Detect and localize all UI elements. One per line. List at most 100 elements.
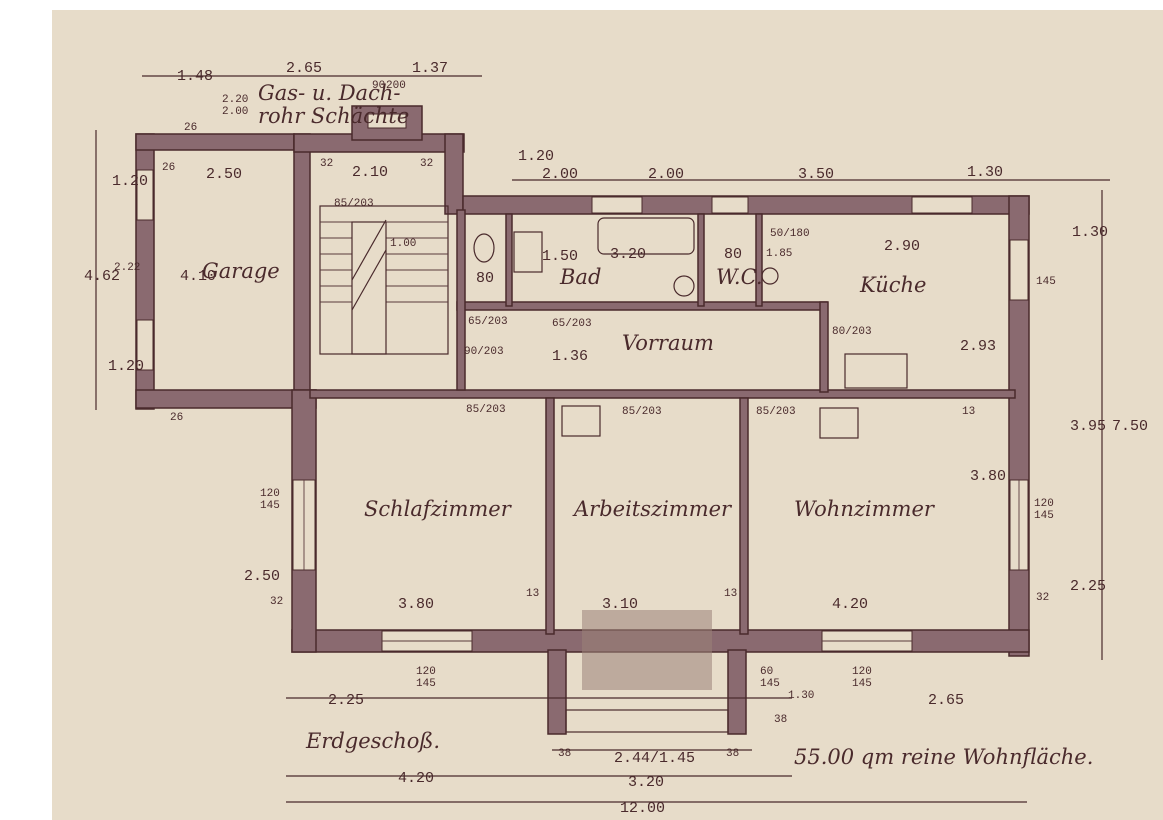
dim-38a: 38: [774, 714, 787, 726]
dim-85-203d: 85/203: [756, 406, 796, 418]
paper-sheet: 1.48 2.65 1.37 90 200 2.20 2.00 1.20 2.0…: [52, 10, 1163, 820]
dim-7-50: 7.50: [1112, 418, 1148, 435]
dim-38b: 38: [558, 748, 571, 760]
dim-90-203: 90/203: [464, 346, 504, 358]
dimension-lines: [95, 75, 1110, 803]
garage-east-wall: [293, 133, 311, 391]
dim-26a: 26: [184, 122, 197, 134]
dim-26c: 26: [170, 412, 183, 424]
room-arbeitszimmer: Arbeitszimmer: [572, 497, 733, 521]
dim-garage-2-50: 2.50: [206, 166, 242, 183]
dim-bot-3-20: 3.20: [628, 774, 664, 791]
dimension-labels: 1.48 2.65 1.37 90 200 2.20 2.00 1.20 2.0…: [84, 60, 1148, 817]
dim-145: 145: [1036, 276, 1056, 288]
dim-1-85: 1.85: [766, 248, 792, 260]
dim-2-25r: 2.25: [1070, 578, 1106, 595]
dim-top-90: 90: [372, 80, 385, 92]
dim-left-4-62: 4.62: [84, 268, 120, 285]
dim-13a: 13: [962, 406, 975, 418]
garage-north-wall: [135, 133, 295, 151]
erased-patch: [582, 610, 712, 690]
dim-3-95: 3.95: [1070, 418, 1106, 435]
room-vorraum: Vorraum: [622, 331, 714, 355]
dim-left-1-20b: 1.20: [108, 358, 144, 375]
wall-work-living: [739, 397, 749, 635]
dim-bot-4-20: 4.20: [398, 770, 434, 787]
dim-2-25: 2.25: [328, 692, 364, 709]
dim-3-80: 3.80: [398, 596, 434, 613]
dim-50-180: 50/180: [770, 228, 810, 240]
dim-80b: 80: [724, 246, 742, 263]
room-labels: Garage Bad W.C. Küche Vorraum Schlafzimm…: [202, 259, 936, 521]
windows: [136, 169, 1029, 652]
kitchen-corridor-wall: [819, 301, 829, 393]
dim-bot-12-00: 12.00: [620, 800, 665, 817]
dim-1-36: 1.36: [552, 348, 588, 365]
floor-plan-drawing: 1.48 2.65 1.37 90 200 2.20 2.00 1.20 2.0…: [84, 60, 1148, 817]
dim-1-00: 1.00: [390, 238, 416, 250]
stair-corridor-wall: [456, 209, 466, 391]
dim-top-1-20: 1.20: [518, 148, 554, 165]
dim-85-203c: 85/203: [622, 406, 662, 418]
garage-south-wall: [135, 389, 317, 409]
dim-top-2-00: 2.00: [222, 106, 248, 118]
room-garage: Garage: [202, 259, 280, 283]
wc-bath-wall: [505, 213, 513, 307]
dim-80: 80: [476, 270, 494, 287]
dim-top-1-30: 1.30: [967, 164, 1003, 181]
window-wc: [711, 196, 749, 214]
room-wohnzimmer: Wohnzimmer: [794, 497, 936, 521]
window-bath: [591, 196, 643, 214]
dim-85-203b: 85/203: [466, 404, 506, 416]
chimney-flue: [367, 113, 407, 129]
porch-east-wall: [727, 649, 747, 735]
room-wc: W.C.: [716, 265, 763, 289]
dim-2-93: 2.93: [960, 338, 996, 355]
dim-top-1-37: 1.37: [412, 60, 448, 77]
dim-38c: 38: [726, 748, 739, 760]
wall-bed-work: [545, 397, 555, 635]
dim-1-30b: 1.30: [788, 690, 814, 702]
dim-1-50: 1.50: [542, 248, 578, 265]
dim-top-200: 200: [386, 80, 406, 92]
stair-east-wall: [444, 133, 464, 215]
window-garage-1: [136, 169, 154, 221]
window-kitchen-east: [1009, 239, 1029, 301]
window-kitchen: [911, 196, 973, 214]
dim-26b: 26: [162, 162, 175, 174]
dim-2-44-1-45: 2.44/1.45: [614, 750, 695, 767]
room-schlafzimmer: Schlafzimmer: [364, 497, 513, 521]
dim-13c: 13: [724, 588, 737, 600]
area-note: 55.00 qm reine Wohnfläche.: [794, 745, 1093, 769]
dim-top-3-50: 3.50: [798, 166, 834, 183]
dim-2-65: 2.65: [928, 692, 964, 709]
dim-left-1-20: 1.20: [112, 173, 148, 190]
bath-wc2-wall: [697, 213, 705, 307]
chimney-note: Gas- u. Dach-rohr Schächte: [258, 81, 409, 128]
dim-32l: 32: [270, 596, 283, 608]
dim-left-2-22: 2.22: [114, 262, 140, 274]
staircase: [319, 205, 449, 355]
dim-top-2-65: 2.65: [286, 60, 322, 77]
dim-kue-2-90: 2.90: [884, 238, 920, 255]
dim-3-80r: 3.80: [970, 468, 1006, 485]
room-kueche: Küche: [859, 273, 926, 297]
dim-top-2-00c: 2.00: [648, 166, 684, 183]
window-garage-2: [136, 319, 154, 371]
dim-65-203a: 65/203: [468, 316, 508, 328]
dim-13b: 13: [526, 588, 539, 600]
notes: Erdgeschoß. 55.00 qm reine Wohnfläche. G…: [258, 81, 1093, 769]
dim-top-2-20: 2.20: [222, 94, 248, 106]
dim-top-1-48: 1.48: [177, 68, 213, 85]
dim-1-30r: 1.30: [1072, 224, 1108, 241]
dim-32a: 32: [320, 158, 333, 170]
walls: [135, 105, 1030, 735]
fixtures: [473, 217, 908, 439]
dim-32r: 32: [1036, 592, 1049, 604]
wc2-kitchen-wall: [755, 213, 763, 307]
